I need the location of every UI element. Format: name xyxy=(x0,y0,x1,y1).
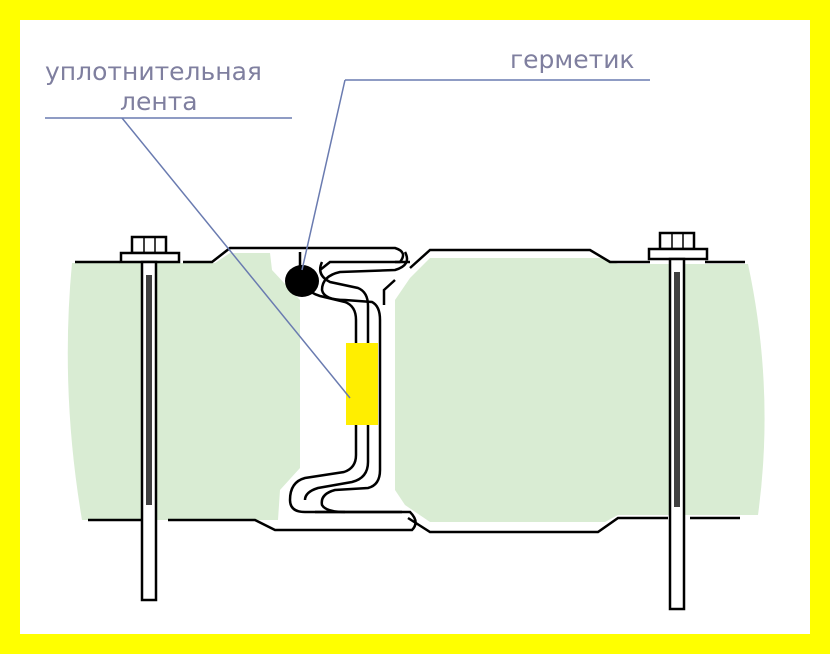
hex-bolt-icon xyxy=(647,231,709,611)
left-panel-core xyxy=(67,253,300,520)
sealant-bead-icon xyxy=(285,265,319,297)
sealing-tape-leader xyxy=(45,117,351,399)
lock-profile-left xyxy=(288,252,402,514)
sealant-leader xyxy=(301,79,650,271)
sealing-tape xyxy=(346,343,378,425)
sealing-tape-label-line1: уплотнительная xyxy=(45,57,262,86)
right-panel-top-skin xyxy=(409,248,745,269)
hex-bolt-icon xyxy=(119,235,181,602)
lock-profile-right-outer xyxy=(382,260,410,305)
sealant-label: герметик xyxy=(510,45,635,74)
lock-profile-right xyxy=(320,251,409,514)
right-panel-bottom-skin xyxy=(407,516,740,534)
right-panel-core xyxy=(395,258,765,522)
sealing-tape-label-line2: лента xyxy=(120,87,198,116)
